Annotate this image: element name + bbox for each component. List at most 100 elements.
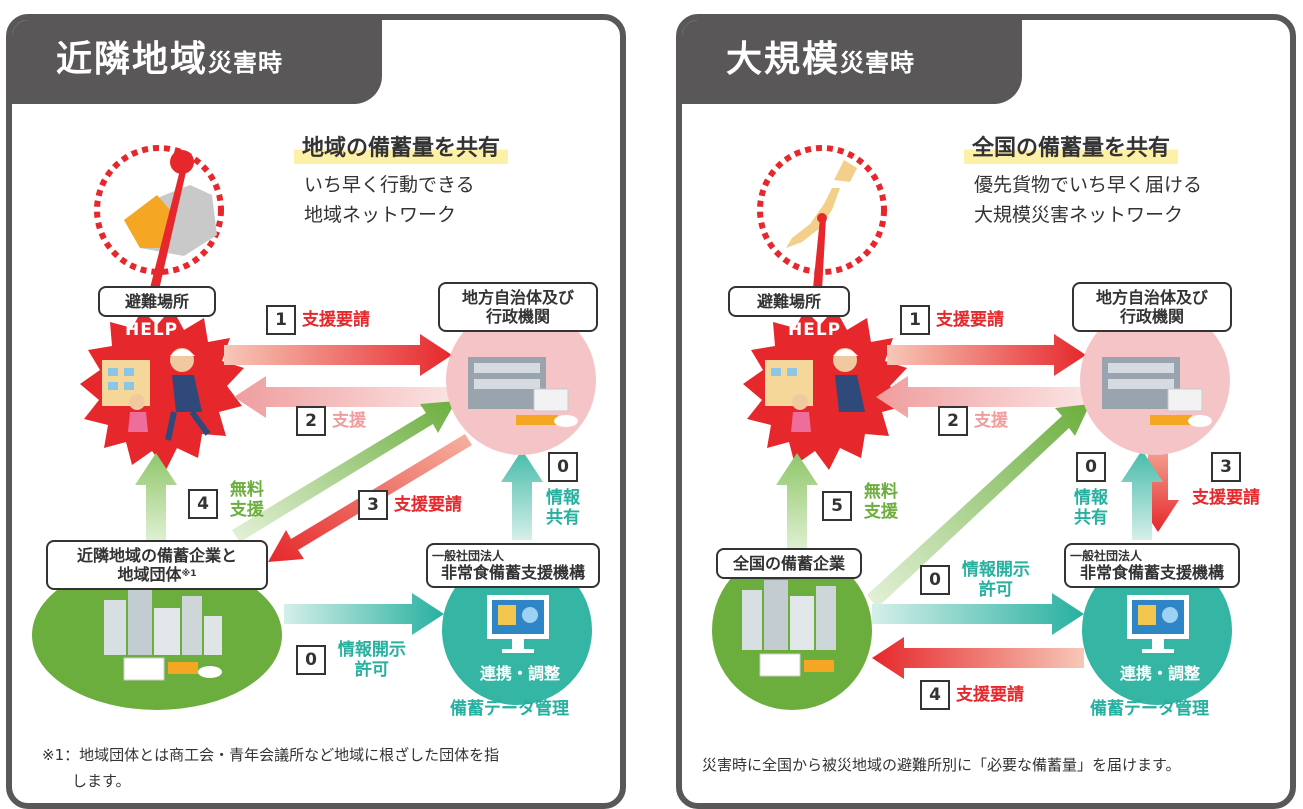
government-building-icon — [468, 357, 578, 427]
map-starburst — [94, 145, 224, 290]
org-label: 一般社団法人 非常食備蓄支援機構 — [1064, 543, 1240, 588]
subtitle: 優先貨物でいち早く届ける 大規模災害ネットワーク — [974, 174, 1203, 226]
step0b-text-2: 許可 — [354, 660, 389, 680]
companies-label: 全国の備蓄企業 — [716, 548, 862, 579]
city-buildings-icon — [104, 590, 222, 681]
arrow-step0b — [284, 593, 444, 635]
step1-number: 1 — [900, 305, 930, 335]
step5-label: 5 無料 支援 — [822, 482, 898, 522]
step0b-number: 0 — [920, 565, 950, 595]
footnote-ref: ※1 — [181, 569, 197, 579]
step0b-label: 0 情報開示 許可 — [296, 640, 406, 680]
arrow-step0a — [501, 450, 543, 540]
step4-text-1: 無料 — [229, 480, 264, 500]
step5-number: 5 — [822, 491, 852, 521]
step0b-number: 0 — [296, 645, 326, 675]
step4-label: 4 支援要請 — [920, 680, 1024, 710]
arrow-step4 — [135, 453, 177, 540]
panel-local-disaster: 近隣地域災害時 地域の備蓄量を共有 いち早く行動できる 地域ネットワーク HEL… — [6, 14, 626, 809]
step2-label: 2 支援 — [938, 406, 1008, 436]
headline: 全国の備蓄量を共有 — [964, 128, 1179, 164]
arrow-green-diag — [232, 401, 456, 542]
shelter-label: 避難場所 — [98, 286, 216, 317]
government-label-line2: 行政機関 — [1119, 307, 1184, 326]
government-label-line1: 地方自治体及び — [461, 288, 574, 307]
org-label: 一般社団法人 非常食備蓄支援機構 — [426, 543, 600, 588]
government-label: 地方自治体及び 行政機関 — [1072, 282, 1232, 332]
step0a-number: 0 — [548, 452, 578, 482]
japan-map-starburst — [757, 145, 887, 290]
computer-gear-icon — [487, 595, 549, 653]
help-text: HELP — [125, 320, 179, 340]
help-burst — [80, 308, 244, 470]
help-text: HELP — [788, 320, 842, 340]
city-buildings-icon — [742, 580, 836, 677]
right-title-tab: 大規模災害時 — [682, 20, 1022, 104]
arrow-green-diag — [867, 404, 1090, 608]
step4-text-2: 支援 — [229, 500, 264, 520]
panel-large-disaster: 大規模災害時 全国の備蓄量を共有 優先貨物でいち早く届ける 大規模災害ネットワー… — [676, 14, 1296, 809]
arrow-step4 — [872, 637, 1084, 679]
footnote-line2: します。 — [72, 772, 131, 790]
step1-label: 1 支援要請 — [900, 305, 1004, 335]
government-building-icon — [1102, 357, 1212, 427]
footnote-line1: ※1：地域団体とは商工会・青年会議所など地域に根ざした団体を指 — [42, 746, 500, 764]
footnote: 災害時に全国から被災地域の避難所別に「必要な備蓄量」を届けます。 — [702, 756, 1181, 774]
step5-text-1: 無料 — [863, 482, 898, 502]
step0a-text-2: 共有 — [546, 508, 580, 528]
step0a-text-1: 情報 — [546, 488, 580, 508]
government-label: 地方自治体及び 行政機関 — [438, 282, 598, 332]
coordination-label: 連携・調整 — [480, 664, 561, 683]
right-diagram-graphics — [743, 145, 1179, 679]
step0a-label: 0 情報 共有 — [546, 452, 580, 528]
step2-label: 2 支援 — [296, 406, 366, 436]
step3-number: 3 — [1211, 452, 1241, 482]
step4-label: 4 無料 支援 — [188, 480, 264, 520]
arrow-step1 — [887, 334, 1086, 376]
org-name: 非常食備蓄支援機構 — [1079, 563, 1224, 582]
step0a-label: 0 情報 共有 — [1074, 452, 1108, 528]
arrow-step0b — [872, 593, 1084, 635]
step0a-number: 0 — [1076, 452, 1106, 482]
coordination-label: 連携・調整 — [1120, 664, 1201, 683]
step0a-text-1: 情報 — [1074, 488, 1108, 508]
step2-number: 2 — [296, 406, 326, 436]
org-type: 一般社団法人 — [432, 549, 505, 563]
step1-number: 1 — [266, 305, 296, 335]
subtitle: いち早く行動できる 地域ネットワーク — [304, 174, 475, 226]
step5-text-2: 支援 — [863, 502, 898, 522]
step2-text: 支援 — [332, 411, 366, 431]
title-main: 大規模 — [726, 39, 841, 80]
step2-text: 支援 — [974, 411, 1008, 431]
arrow-step0a — [1121, 450, 1163, 540]
step3-text: 支援要請 — [1192, 488, 1260, 508]
arrow-step2 — [876, 376, 1086, 418]
title-main: 近隣地域 — [56, 39, 209, 80]
data-management-label: 備蓄データ管理 — [450, 699, 569, 719]
step4-text: 支援要請 — [956, 685, 1024, 705]
title-sub: 災害時 — [208, 49, 284, 77]
org-name: 非常食備蓄支援機構 — [440, 563, 585, 582]
companies-label-line1: 近隣地域の備蓄企業と — [76, 546, 237, 565]
data-management-label: 備蓄データ管理 — [1090, 699, 1209, 719]
companies-label-line2: 地域団体 — [117, 565, 182, 584]
step0b-text-1: 情報開示 — [961, 560, 1030, 580]
step4-number: 4 — [188, 489, 218, 519]
step1-text: 支援要請 — [936, 310, 1004, 330]
arrow-step5 — [776, 453, 818, 550]
step4-number: 4 — [920, 680, 950, 710]
help-burst-right — [743, 308, 907, 470]
government-label-line1: 地方自治体及び — [1095, 288, 1208, 307]
arrow-step1 — [224, 334, 452, 376]
footnote: ※1：地域団体とは商工会・青年会議所など地域に根ざした団体を指 します。 — [42, 742, 612, 794]
companies-label: 近隣地域の備蓄企業と 地域団体※1 — [46, 540, 268, 590]
step0a-text-2: 共有 — [1074, 508, 1108, 528]
government-label-line2: 行政機関 — [485, 307, 550, 326]
left-diagram-graphics — [80, 145, 543, 635]
left-title-tab: 近隣地域災害時 — [12, 20, 382, 104]
step2-number: 2 — [938, 406, 968, 436]
step3-number: 3 — [358, 490, 388, 520]
step3-label: 3 支援要請 — [1192, 452, 1260, 508]
